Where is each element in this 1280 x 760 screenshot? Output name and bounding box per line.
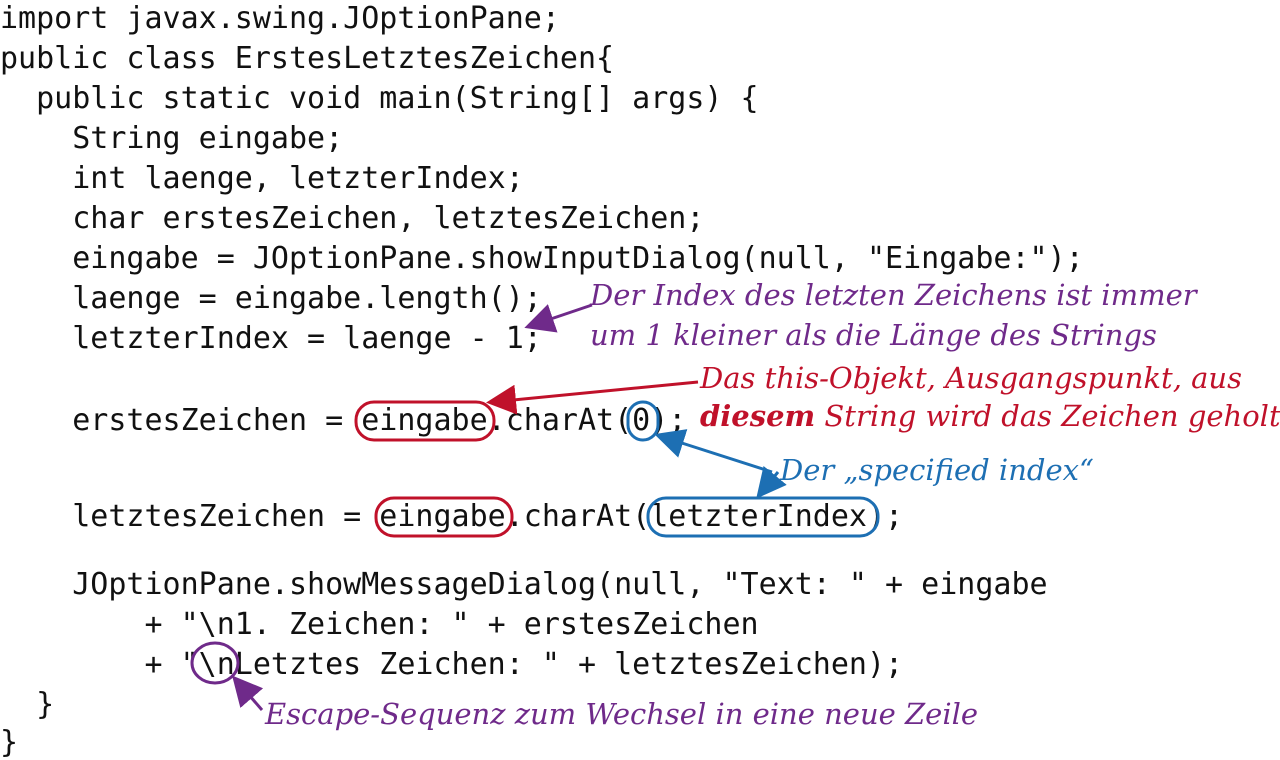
code-line: char erstesZeichen, letztesZeichen; bbox=[0, 201, 705, 236]
escape-note: Escape-Sequenz zum Wechsel in eine neue … bbox=[265, 697, 979, 731]
highlight-eingabe-1 bbox=[354, 400, 496, 442]
code-line: laenge = eingabe.length(); bbox=[0, 281, 542, 316]
highlight-escape-sequence bbox=[190, 641, 240, 685]
code-line: int laenge, letzterIndex; bbox=[0, 161, 524, 196]
arrow-this-note bbox=[486, 380, 699, 415]
highlight-index-zero bbox=[626, 400, 660, 442]
arrow-specified-index-to-letzter bbox=[756, 465, 787, 499]
this-note-emphasis: diesem bbox=[700, 399, 816, 433]
code-line: } bbox=[0, 725, 19, 760]
arrow-index-note bbox=[524, 303, 593, 333]
code-line: + "\nLetztes Zeichen: " + letztesZeichen… bbox=[0, 647, 904, 682]
code-line: public class ErstesLetztesZeichen{ bbox=[0, 41, 615, 76]
specified-index-note: Der „specified index“ bbox=[780, 453, 1094, 487]
code-line: letztesZeichen = eingabe.charAt(letzterI… bbox=[0, 499, 904, 534]
code-line: JOptionPane.showMessageDialog(null, "Tex… bbox=[0, 567, 1048, 602]
this-note-rest: String wird das Zeichen geholt bbox=[815, 399, 1280, 433]
code-line: erstesZeichen = eingabe.charAt(0); bbox=[0, 403, 687, 438]
arrow-specified-index-to-zero bbox=[654, 429, 773, 474]
highlight-letzter-index bbox=[646, 496, 880, 538]
this-note-line1: Das this-Objekt, Ausgangspunkt, aus bbox=[700, 361, 1242, 395]
code-line: public static void main(String[] args) { bbox=[0, 81, 759, 116]
code-line: String eingabe; bbox=[0, 121, 344, 156]
arrow-escape-note bbox=[232, 675, 264, 711]
code-line: letzterIndex = laenge - 1; bbox=[0, 321, 542, 356]
highlight-eingabe-2 bbox=[374, 496, 514, 538]
code-line: + "\n1. Zeichen: " + erstesZeichen bbox=[0, 607, 759, 642]
index-note-line1: Der Index des letzten Zeichens ist immer bbox=[590, 278, 1197, 312]
code-line: eingabe = JOptionPane.showInputDialog(nu… bbox=[0, 241, 1084, 276]
code-line: } bbox=[0, 687, 55, 722]
this-note-line2: diesem String wird das Zeichen geholt bbox=[700, 398, 1280, 434]
code-line: import javax.swing.JOptionPane; bbox=[0, 1, 560, 36]
index-note-line2: um 1 kleiner als die Länge des Strings bbox=[590, 318, 1157, 352]
